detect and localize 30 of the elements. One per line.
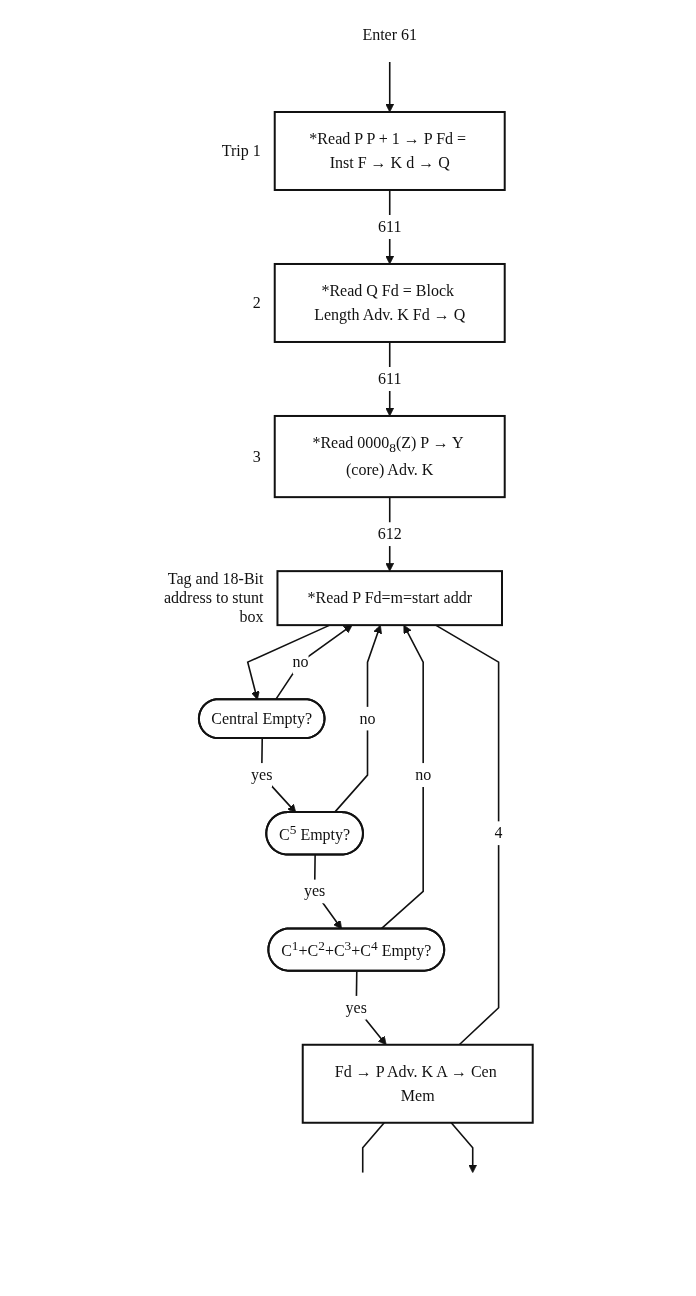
side-note: Tag and 18-Bit address to stunt box [163, 570, 264, 626]
edge-label: 612 [377, 525, 402, 543]
edge-label: no [359, 709, 376, 727]
side-note: 2 [252, 294, 261, 311]
edge-label: yes [250, 766, 273, 784]
connector [434, 624, 500, 1046]
connector [361, 1121, 385, 1174]
node-box: *Read P Fd=m=start addr [276, 570, 503, 627]
node-box: *Read 0000$_{8}$(Z) P → Y (core) Adv. K [273, 414, 506, 499]
node-box: *Read P P + 1 → P Fd = Inst F → K d → Q [273, 111, 506, 191]
edge-label: yes [345, 998, 367, 1016]
edge-label: 611 [377, 217, 402, 235]
arrow [333, 624, 382, 814]
node-box: Fd → P Adv. K A → Cen Mem [301, 1043, 534, 1124]
edge-label: no [292, 653, 309, 671]
arrow [355, 970, 387, 1046]
arrow [450, 1121, 477, 1174]
edge-label: yes [303, 882, 325, 900]
side-note: Trip 1 [221, 142, 261, 159]
arrow [384, 61, 394, 113]
arrow [246, 624, 331, 701]
edge-label: 611 [377, 369, 402, 387]
arrow [313, 854, 342, 930]
edge-label: no [414, 766, 431, 784]
side-note: 3 [252, 447, 261, 465]
node-text: Enter 61 [362, 26, 417, 43]
node-box: *Read Q Fd = Block Length Adv. K Fd → Q [273, 263, 506, 343]
arrow [260, 737, 296, 813]
arrow [274, 624, 353, 701]
edge-label: 4 [494, 824, 503, 842]
